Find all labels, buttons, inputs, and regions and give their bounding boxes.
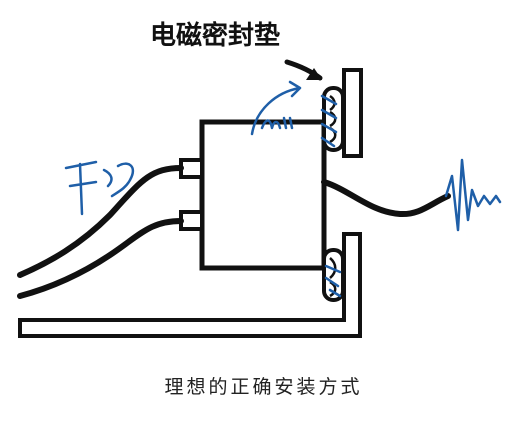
gasket-hatch-upper bbox=[320, 94, 338, 148]
handwritten-annotations bbox=[64, 80, 502, 298]
gasket-hatch-lower bbox=[324, 264, 342, 298]
handwritten-note-left bbox=[64, 160, 135, 216]
gasket-label: 电磁密封垫 bbox=[150, 20, 280, 51]
connector-upper bbox=[179, 158, 204, 179]
cable-upper bbox=[17, 165, 184, 278]
connector-lower bbox=[179, 210, 204, 231]
cable-lower bbox=[17, 218, 184, 299]
handwritten-arrow bbox=[250, 80, 302, 136]
device-body bbox=[199, 119, 327, 271]
label-pointer-arrow bbox=[284, 59, 323, 81]
upper-panel bbox=[342, 68, 363, 158]
diagram-caption: 理想的正确安装方式 bbox=[164, 376, 363, 398]
ground-wire bbox=[321, 179, 451, 218]
signal-waveform bbox=[444, 158, 502, 232]
handwritten-mark bbox=[260, 116, 294, 130]
lower-panel bbox=[18, 232, 362, 338]
gasket-lower bbox=[322, 248, 345, 302]
